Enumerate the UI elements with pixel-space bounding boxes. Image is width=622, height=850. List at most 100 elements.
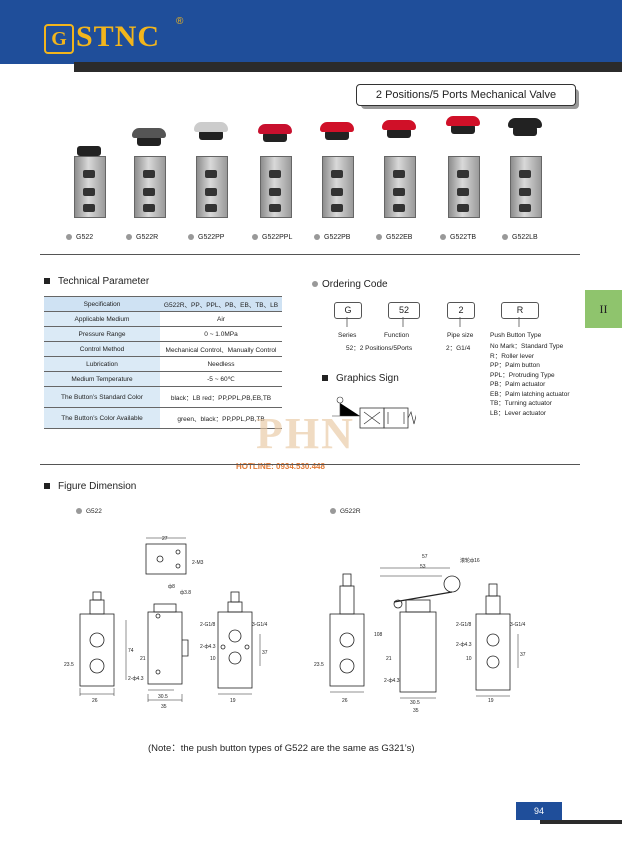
pipe-desc: 2：G1/4 [446, 345, 471, 352]
valve-button [320, 122, 354, 132]
valve-port [393, 204, 405, 212]
dim-19: 19 [230, 698, 236, 704]
dim-2-m3: 2-M3 [192, 560, 204, 566]
tech-value: green、black：PP,PPL,PB,TB [160, 407, 282, 429]
footer-stripe [540, 820, 622, 824]
valve-symbol-icon [332, 396, 416, 429]
valve-port [205, 188, 217, 196]
button-type-item: LB：Lever actuator [490, 409, 547, 417]
tech-value: Needless [160, 356, 282, 372]
tech-heading: Technical Parameter [44, 276, 149, 287]
valve-port [143, 204, 155, 212]
dim-21: 21 [386, 656, 392, 662]
valve-label-text: G522PB [324, 234, 351, 241]
dim-37: 37 [520, 652, 526, 658]
valve-head [199, 130, 223, 140]
g522-dimension-drawing: 27 2-M3 ф8 ф3.8 2-G1/8 3-G1/4 2-ф4.3 74 … [64, 536, 268, 710]
g522r-dimension-drawing: 57 53 滚轮ф16 108 2-G1/8 3-G1/4 2-ф4.3 21 … [314, 554, 526, 714]
valve-port [83, 204, 95, 212]
valve-photo-g522tb [438, 116, 488, 228]
dim-23-5: 23.5 [314, 662, 324, 668]
bullet-dot-icon [502, 234, 508, 241]
bullet-dot-icon [126, 234, 132, 241]
caption-function: Function [384, 332, 409, 339]
dim-3-g1-4: 3-G1/4 [510, 622, 526, 628]
dim-108: 108 [374, 632, 383, 638]
bullet-dot-icon [440, 234, 446, 241]
bullet-dot-icon [312, 281, 318, 288]
tech-value: 0 ~ 1.0MPa [160, 326, 282, 342]
section-tab: II [585, 290, 622, 328]
tech-value: -5 ~ 60℃ [160, 371, 282, 387]
figure-heading-text: Figure Dimension [58, 481, 137, 492]
valve-label: G522LB [502, 234, 538, 241]
caption-pipe: Pipe size [447, 332, 474, 339]
valve-port [143, 188, 155, 196]
valve-head [77, 146, 101, 156]
button-type-item: R：Roller lever [490, 352, 535, 360]
dim-35: 35 [161, 704, 167, 710]
tech-heading-text: Technical Parameter [58, 276, 150, 287]
page-title: 2 Positions/5 Ports Mechanical Valve [356, 84, 576, 106]
valve-head [387, 128, 411, 138]
dim-30-5: 30.5 [410, 700, 420, 706]
tech-value: Air [160, 311, 282, 327]
button-type-item: TB：Turning actuator [490, 400, 552, 407]
valve-head [263, 132, 287, 142]
valve-button [132, 128, 166, 138]
bullet-dot-icon [188, 234, 194, 241]
valve-label-text: G522LB [512, 234, 538, 241]
valve-port [331, 204, 343, 212]
dim-19: 19 [488, 698, 494, 704]
valve-button [194, 122, 228, 132]
tech-key: Specification [44, 296, 160, 312]
valve-button [258, 124, 292, 134]
ordering-heading: Ordering Code [312, 279, 388, 290]
dim-10: 10 [466, 656, 472, 662]
bullet-dot-icon [66, 234, 72, 241]
dim-2-phi4-3: 2-ф4.3 [456, 642, 472, 648]
valve-label: G522PP [188, 234, 224, 241]
dim-37: 37 [262, 650, 268, 656]
valve-port [457, 204, 469, 212]
valve-photo-g522eb [374, 118, 424, 228]
button-type-item: PPL：Protruding Type [490, 371, 555, 379]
logo-mark: G [44, 24, 74, 54]
bullet-dot-icon [330, 508, 336, 515]
valve-label-text: G522PP [198, 234, 225, 241]
function-desc: 52：2 Positions/5Ports [346, 345, 413, 352]
figure-left-label: G522 [76, 508, 102, 515]
valve-button [446, 116, 480, 126]
bullet-dot-icon [252, 234, 258, 241]
valve-head [513, 126, 537, 136]
valve-photo-g522pp [186, 118, 236, 228]
valve-head [325, 130, 349, 140]
bullet-square-icon [322, 375, 328, 382]
page-number: 94 [516, 802, 562, 820]
valve-port [457, 188, 469, 196]
caption-type: Push Button Type [490, 332, 542, 339]
tech-key: Pressure Range [44, 326, 160, 342]
dim-2-phi4-3-b: 2-ф4.3 [384, 678, 400, 684]
valve-button [508, 118, 542, 128]
dim-74: 74 [128, 648, 134, 654]
valve-label-text: G522TB [450, 234, 477, 241]
tech-key: The Button’s Color Available [44, 407, 160, 429]
dim-phi3-8: ф3.8 [180, 590, 191, 596]
graphics-heading: Graphics Sign [322, 373, 399, 384]
valve-port [83, 188, 95, 196]
brand-name: STNC [76, 20, 161, 53]
dim-2-phi4-3: 2-ф4.3 [200, 644, 216, 650]
dim-2-g1-8: 2-G1/8 [456, 622, 472, 628]
code-box-series: G [334, 302, 362, 319]
tech-key: The Button’s Standard Color [44, 386, 160, 408]
figure-right-label-text: G522R [340, 508, 361, 515]
valve-photo-g522r [124, 118, 174, 228]
dim-35: 35 [413, 708, 419, 714]
valve-label: G522PB [314, 234, 350, 241]
